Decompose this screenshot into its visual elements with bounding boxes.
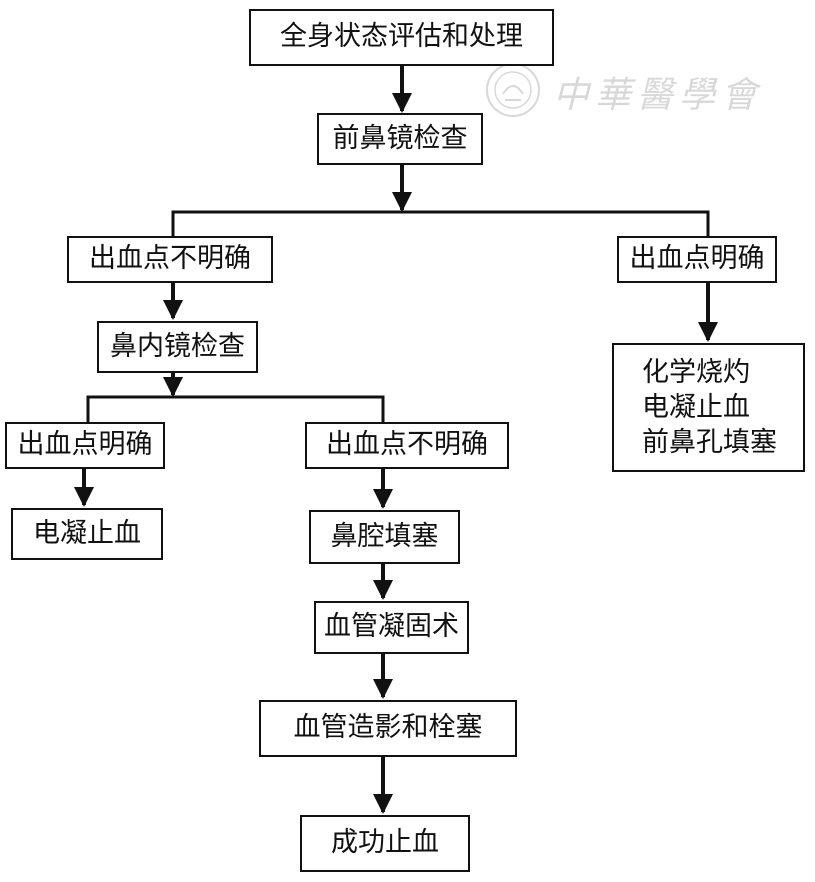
node-angiography-embolization: 血管造影和栓塞 bbox=[259, 700, 517, 757]
watermark-text: 中華醫學會 bbox=[553, 75, 764, 116]
node-lower-right-unclear: 出血点不明确 bbox=[305, 422, 509, 469]
node-electrocoagulation: 电凝止血 bbox=[11, 508, 163, 560]
node-successful-hemostasis: 成功止血 bbox=[300, 815, 470, 872]
node-endoscope-exam: 鼻内镜检查 bbox=[97, 321, 258, 373]
node-assess: 全身状态评估和处理 bbox=[249, 9, 554, 66]
treatment-item: 前鼻孔填塞 bbox=[642, 427, 777, 459]
treatment-item: 化学烧灼 bbox=[642, 356, 750, 388]
node-nasal-packing: 鼻腔填塞 bbox=[309, 510, 460, 564]
node-anterior-exam: 前鼻镜检查 bbox=[317, 113, 483, 165]
node-vessel-coagulation: 血管凝固术 bbox=[314, 601, 469, 654]
branch-line-top bbox=[171, 210, 710, 236]
branch-line-lower bbox=[86, 395, 385, 422]
treatment-item: 电凝止血 bbox=[642, 391, 750, 423]
seal-icon bbox=[486, 63, 540, 117]
watermark: 中華醫學會 bbox=[483, 60, 773, 120]
node-right-clear: 出血点明确 bbox=[617, 236, 777, 283]
node-lower-left-clear: 出血点明确 bbox=[5, 422, 165, 469]
node-right-treatments: 化学烧灼 电凝止血 前鼻孔填塞 bbox=[612, 343, 805, 472]
node-left-unclear: 出血点不明确 bbox=[67, 236, 273, 283]
